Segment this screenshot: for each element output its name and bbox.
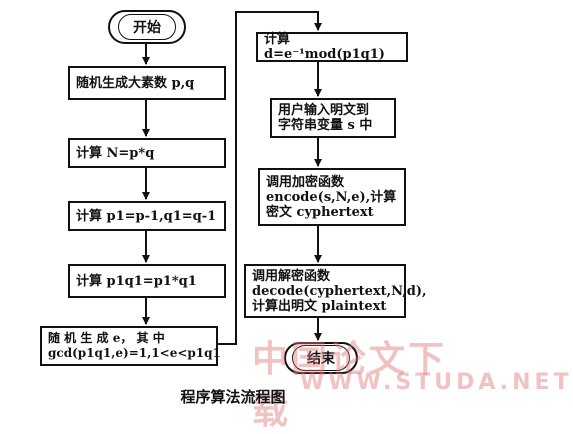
end-label: 结束 <box>292 345 350 371</box>
step-compute-p1q1: 计算 p1q1=p1*q1 <box>68 264 226 298</box>
step-input-plaintext: 用户输入明文到 字符串变量 s 中 <box>270 98 396 138</box>
flowchart-connectors <box>142 11 322 345</box>
step-generate-e: 随 机 生 成 e， 其 中 gcd(p1q1,e)=1,1<e<p1q1 <box>40 326 221 366</box>
arrow-step5-to-right-column <box>218 11 322 345</box>
start-label: 开始 <box>118 14 176 40</box>
watermark-text: 中国论文下载 <box>252 339 448 432</box>
end-terminal: 结束 <box>284 342 358 374</box>
step-compute-n: 计算 N=p*q <box>68 138 226 168</box>
step-compute-d: 计算 d=e⁻¹mod(p1q1) <box>256 32 408 62</box>
step-encode: 调用加密函数 encode(s,N,e),计算 密文 cyphertext <box>258 168 406 226</box>
watermark-url: WWW.STUDA.NET <box>300 370 573 395</box>
step-generate-primes: 随机生成大素数 p,q <box>68 66 226 100</box>
step-compute-p1-q1: 计算 p1=p-1,q1=q-1 <box>68 201 226 231</box>
start-terminal: 开始 <box>108 10 186 44</box>
figure-caption: 程序算法流程图 <box>180 388 286 406</box>
step-decode: 调用解密函数 decode(cyphertext,N,d), 计算出明文 pla… <box>244 264 427 318</box>
